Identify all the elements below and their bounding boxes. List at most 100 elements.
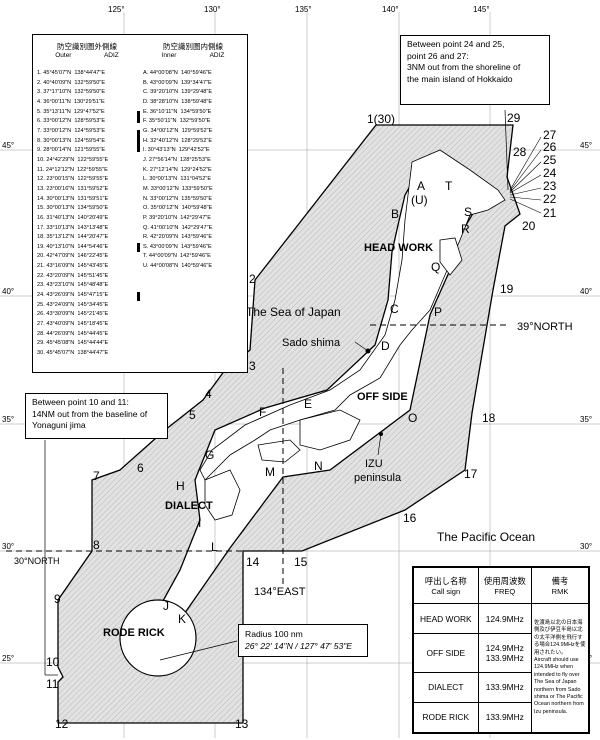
inner-point-label: L: [211, 540, 218, 554]
outer-point-label: 12: [55, 717, 69, 731]
outer-coordinate-row: 10. 24°42'29"N 122°59'55"E: [37, 156, 109, 163]
lon-label: 135°: [295, 5, 312, 14]
outer-coordinate-row: 3. 37°17'10"N 132°59'50"E: [37, 89, 106, 96]
inner-point-label: H: [176, 479, 185, 493]
outer-coordinate-row: 6. 33°00'12"N 128°59'53"E: [37, 118, 106, 125]
note-line: the main island of Hokkaido: [407, 73, 513, 84]
outer-point-label: 29: [507, 111, 521, 125]
inner-coordinate-row: K. 27°12'14"N 129°24'52"E: [143, 166, 212, 173]
inner-point-label: Q: [431, 260, 440, 274]
outer-coordinate-row: 28. 44°26'09"N 145°44'45"E: [37, 330, 109, 337]
inner-point-label: K: [178, 612, 186, 626]
outer-coordinate-row: 11. 24°12'12"N 122°59'55"E: [37, 166, 108, 173]
outer-sub-adiz: ADIZ: [103, 52, 119, 59]
freq-cell: 124.9MHz: [477, 603, 533, 635]
inner-coordinate-row: B. 43°00'09"N 139°34'47"E: [143, 79, 212, 86]
outer-point-label: 27: [543, 128, 557, 142]
outer-coordinate-row: 19. 40°13'10"N 144°54'46"E: [37, 243, 109, 250]
lat-label-left: 45°: [2, 141, 14, 150]
inner-coordinate-row: M. 33°00'12"N 133°59'50"E: [143, 185, 213, 192]
outer-point-label: 13: [235, 717, 249, 731]
outer-point-label: 26: [543, 140, 557, 154]
freq-cell: 133.9MHz: [477, 701, 533, 734]
lat-label-right: 35°: [580, 415, 592, 424]
outer-coordinate-row: 26. 43°30'09"N 145°21'45"E: [37, 311, 109, 318]
lon-label: 145°: [473, 5, 490, 14]
inner-point-label: J: [163, 599, 169, 613]
remark-cell: 佐渡島以北の日本海側及び伊豆半島以北の太平洋側を飛行する場合124.9MHzを使…: [531, 603, 589, 733]
outer-point-label: 15: [294, 555, 308, 569]
inner-coordinate-row: D. 38°28'10"N 138°59'48"E: [143, 98, 213, 105]
east-134-label: 134°EAST: [254, 586, 306, 598]
inner-coordinate-row: L. 30°00'13"N 131°04'52"E: [143, 176, 212, 183]
note-line: point 26 and 27:: [407, 50, 469, 61]
inner-title: 防空識別圏内側線: [163, 42, 223, 51]
inner-point-label: T: [445, 179, 453, 193]
lat-label-right: 40°: [580, 287, 592, 296]
inner-point-label: M: [265, 465, 275, 479]
outer-point-label: 14: [246, 555, 260, 569]
outer-point-label: 19: [500, 282, 514, 296]
outer-point-label: 28: [513, 145, 527, 159]
lon-label: 140°: [382, 5, 399, 14]
header-en: RMK: [551, 587, 569, 597]
outer-coordinate-row: 15. 30°00'13"N 134°59'50"E: [37, 205, 109, 212]
inner-coordinate-row: S. 43°00'09"N 143°59'46"E: [143, 243, 212, 250]
outer-coordinate-row: 17. 33°10'13"N 143°13'48"E: [37, 224, 109, 231]
inner-coordinate-row: G. 34°00'12"N 129°59'52"E: [143, 127, 213, 134]
land: [199, 149, 506, 521]
outer-point-label: 25: [543, 153, 557, 167]
call-sign-cell: OFF SIDE: [413, 633, 479, 673]
inner-coordinate-row: R. 42°20'09"N 143°59'46"E: [143, 234, 213, 241]
outer-point-label: 23: [543, 179, 557, 193]
head-work-label: HEAD WORK: [364, 242, 433, 254]
outer-adiz-header: 防空識別圏外側線 Outer ADIZ: [39, 41, 135, 59]
outer-coordinate-row: 25. 43°24'09"N 145°34'45"E: [37, 301, 109, 308]
inner-coordinate-row: J. 27°56'14"N 128°25'53"E: [143, 156, 211, 163]
freq-value: 124.9MHz: [485, 643, 524, 653]
inner-coordinate-row: C. 39°20'10"N 139°29'48"E: [143, 89, 213, 96]
inner-point-label: B: [391, 207, 399, 221]
inner-coordinate-row: E. 36°10'11"N 134°59'50"E: [143, 108, 212, 115]
lat-label-left: 40°: [2, 287, 14, 296]
inner-point-label: I: [198, 516, 201, 530]
sea-of-japan-label: The Sea of Japan: [246, 305, 341, 319]
freq-value: 133.9MHz: [485, 653, 524, 663]
outer-point-label: 8: [93, 538, 100, 552]
outer-coordinate-row: 30. 45°45'07"N 138°44'47"E: [37, 350, 109, 357]
outer-point-label: 1(30): [367, 112, 395, 126]
outer-point-label: 10: [46, 655, 60, 669]
inner-coordinate-row: Q. 41°00'10"N 142°29'47"E: [143, 224, 213, 231]
inner-coordinate-row: I. 30°43'13"N 129°42'52"E: [143, 147, 210, 154]
outer-point-label: 2: [249, 272, 256, 286]
coordinate-table: 防空識別圏外側線 Outer ADIZ 防空識別圏内側線 Inner ADIZ …: [32, 34, 248, 373]
outer-coordinate-row: 20. 42°47'09"N 146°22'45"E: [37, 253, 109, 260]
outer-coordinate-row: 16. 31°40'13"N 140°20'49"E: [37, 214, 109, 221]
outer-coordinate-row: 21. 43°16'09"N 145°43'45"E: [37, 263, 109, 270]
note-points-24-25: Between point 24 and 25, point 26 and 27…: [400, 35, 550, 105]
outer-point-label: 6: [137, 461, 144, 475]
inner-point-label: S: [464, 205, 472, 219]
inner-point-labels: A (U) B C D E F G H I J K L M N O P Q R …: [163, 179, 472, 626]
inner-adiz-header: 防空識別圏内側線 Inner ADIZ: [145, 41, 241, 59]
call-sign-cell: RODE RICK: [413, 701, 479, 734]
outer-point-label: 17: [464, 467, 478, 481]
inner-point-label: F: [259, 405, 266, 419]
lon-label: 125°: [108, 5, 125, 14]
outer-coordinate-row: 14. 30°00'13"N 131°59'51"E: [37, 195, 109, 202]
note-line: Between point 10 and 11:: [32, 397, 129, 407]
outer-coordinate-row: 13. 23°00'16"N 131°59'52"E: [37, 185, 109, 192]
pacific-ocean-label: The Pacific Ocean: [437, 530, 535, 544]
outer-point-label: 22: [543, 192, 557, 206]
izu-peninsula-label: peninsula: [354, 472, 402, 484]
outer-coordinate-row: 5. 35°13'11"N 129°47'52"E: [37, 108, 105, 115]
inner-sub-en: Inner: [161, 52, 177, 59]
outer-coordinate-row: 2. 40°40'09"N 132°59'50"E: [37, 79, 106, 86]
inner-point-label: O: [408, 411, 417, 425]
